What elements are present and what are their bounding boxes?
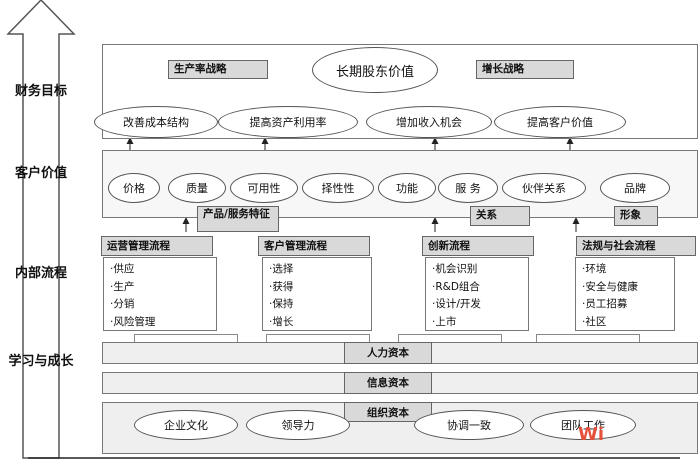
- list-item: ·增长: [269, 315, 294, 328]
- customer-item-partnership: 伙伴关系: [502, 173, 586, 203]
- upward-arrow: [6, 0, 76, 459]
- productivity-strategy-label: 生产率战略: [168, 60, 268, 79]
- organization-capital-label: 组织资本: [344, 402, 432, 422]
- relationship-tag: 关系: [470, 206, 530, 226]
- product-service-attributes-tag: 产品/服务特征: [197, 206, 279, 232]
- list-item: ·环境: [582, 263, 607, 275]
- information-capital-label: 信息资本: [344, 372, 432, 394]
- list-item: ·分销: [110, 298, 135, 310]
- list-item: ·上市: [432, 315, 457, 328]
- list-item: ·设计/开发: [432, 298, 481, 310]
- learning-item-culture: 企业文化: [134, 410, 238, 440]
- long-term-shareholder-value: 长期股东价值: [312, 47, 438, 93]
- list-item: ·员工招募: [582, 298, 628, 310]
- growth-strategy-label: 增长战略: [476, 60, 574, 79]
- process-regulatory-social-list: ·环境 ·安全与健康 ·员工招募 ·社区: [575, 257, 675, 331]
- list-item: ·供应: [110, 263, 135, 275]
- human-capital-label: 人力资本: [344, 342, 432, 364]
- learning-item-alignment: 协调一致: [414, 410, 524, 440]
- process-operations-list: ·供应 ·生产 ·分销 ·风险管理: [103, 257, 217, 331]
- list-item: ·选择: [269, 263, 294, 275]
- list-item: ·获得: [269, 280, 294, 293]
- process-innovation-title: 创新流程: [422, 236, 534, 256]
- process-customer-mgmt-list: ·选择 ·获得 ·保持 ·增长: [262, 257, 372, 331]
- perspective-learning: 学习与成长: [8, 354, 74, 369]
- image-tag: 形象: [614, 206, 658, 226]
- list-item: ·风险管理: [110, 315, 156, 328]
- process-customer-mgmt-title: 客户管理流程: [258, 236, 370, 256]
- perspective-internal: 内部流程: [14, 266, 67, 281]
- learning-item-leadership: 领导力: [246, 410, 350, 440]
- list-item: ·R&D组合: [432, 280, 480, 293]
- financial-item-cost-structure: 改善成本结构: [94, 106, 218, 138]
- learning-item-teamwork: 团队工作: [530, 410, 636, 440]
- financial-item-revenue-opportunity: 增加收入机会: [366, 106, 492, 138]
- perspective-financial: 财务目标: [14, 84, 67, 99]
- customer-item-selection: 择性性: [302, 173, 374, 203]
- financial-item-customer-value: 提高客户价值: [494, 106, 626, 138]
- process-innovation-list: ·机会识别 ·R&D组合 ·设计/开发 ·上市: [425, 257, 529, 331]
- list-item: ·安全与健康: [582, 280, 638, 293]
- list-item: ·社区: [582, 315, 607, 328]
- customer-item-quality: 质量: [168, 173, 226, 203]
- customer-item-brand: 品牌: [600, 173, 670, 203]
- list-item: ·生产: [110, 280, 135, 293]
- watermark-logo: Wi: [578, 424, 605, 445]
- customer-item-availability: 可用性: [230, 173, 298, 203]
- customer-item-price: 价格: [108, 173, 160, 203]
- customer-item-function: 功能: [378, 173, 436, 203]
- list-item: ·保持: [269, 298, 294, 310]
- process-regulatory-social-title: 法规与社会流程: [576, 236, 696, 256]
- financial-item-asset-utilization: 提高资产利用率: [218, 106, 358, 138]
- customer-item-service: 服 务: [438, 173, 498, 203]
- list-item: ·机会识别: [432, 263, 478, 275]
- process-operations-title: 运营管理流程: [101, 236, 213, 256]
- perspective-customer: 客户价值: [14, 166, 67, 181]
